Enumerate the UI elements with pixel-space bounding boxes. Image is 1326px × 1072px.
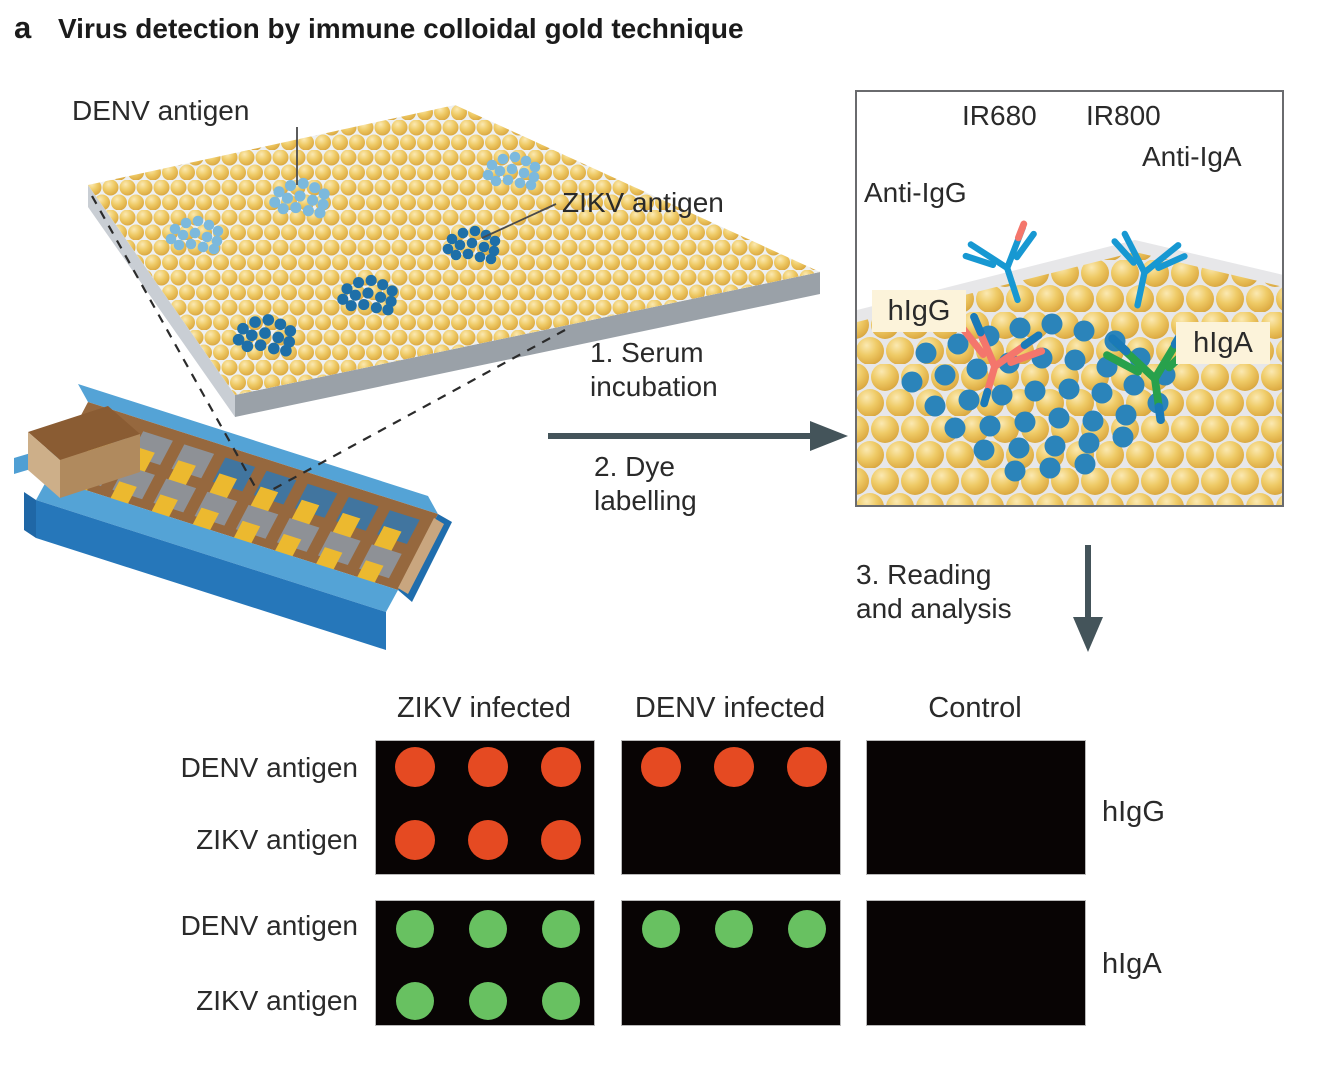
captured-antigen-dot bbox=[973, 439, 995, 461]
anti-iga-label: Anti-IgA bbox=[1142, 141, 1242, 172]
zikv-antigen-cluster bbox=[232, 314, 297, 357]
captured-antigen-dot bbox=[915, 342, 937, 364]
chip-gold-pad bbox=[250, 486, 279, 512]
captured-antigen-dot bbox=[1009, 317, 1031, 339]
captured-antigen-dot bbox=[1123, 374, 1145, 396]
fluorescent-spot bbox=[396, 910, 434, 948]
row-label-denv-antigen: DENV antigen bbox=[180, 752, 358, 783]
captured-antigen-dot bbox=[1024, 380, 1046, 402]
reading-analysis-arrow bbox=[1073, 545, 1103, 652]
fluorescent-spot bbox=[468, 820, 508, 860]
column-header-control: Control bbox=[928, 692, 1022, 724]
row-label-zikv-antigen: ZIKV antigen bbox=[196, 985, 358, 1016]
step1-label: 1. Serum incubation bbox=[590, 337, 718, 403]
group-label-higg: hIgG bbox=[1102, 796, 1165, 828]
chip-gold-pad bbox=[209, 473, 237, 499]
fluorescent-spot bbox=[714, 747, 754, 787]
fluorescent-spot bbox=[396, 982, 434, 1020]
group-label-higa: hIgA bbox=[1102, 948, 1162, 980]
gold-nanoparticle-array bbox=[88, 105, 820, 417]
captured-antigen-dot bbox=[1014, 411, 1036, 433]
row-label-zikv-antigen: ZIKV antigen bbox=[196, 824, 358, 855]
panel-letter: a bbox=[14, 10, 32, 45]
fluorescent-spot bbox=[468, 747, 508, 787]
captured-antigen-dot bbox=[944, 417, 966, 439]
detail-box bbox=[855, 90, 1284, 507]
higa-box-label: hIgA bbox=[1176, 322, 1270, 364]
serum-dye-arrow bbox=[548, 421, 848, 451]
chip-gold-pad bbox=[291, 499, 320, 526]
step3-label: 3. Reading and analysis bbox=[856, 559, 1012, 625]
fluorescent-spot bbox=[395, 820, 435, 860]
captured-antigen-dot bbox=[966, 358, 988, 380]
step2-label: 2. Dye labelling bbox=[594, 451, 697, 517]
denv-antigen-label: DENV antigen bbox=[72, 95, 250, 126]
fluorescent-spot bbox=[395, 747, 435, 787]
column-header-zikv: ZIKV infected bbox=[396, 692, 572, 724]
fluorescence-panel bbox=[866, 900, 1086, 1026]
captured-antigen-dot bbox=[1112, 426, 1134, 448]
captured-antigen-dot bbox=[934, 364, 956, 386]
fluorescent-spot bbox=[642, 910, 680, 948]
chip-gold-pad bbox=[332, 512, 361, 539]
captured-antigen-dot bbox=[1041, 313, 1063, 335]
magnification-dashed-lines bbox=[91, 195, 566, 493]
ir680-label: IR680 bbox=[962, 100, 1037, 131]
column-header-denv: DENV infected bbox=[634, 692, 826, 724]
anti-igg-antibody bbox=[962, 220, 1037, 304]
captured-antigen-dot bbox=[991, 384, 1013, 406]
higg-antibody bbox=[959, 312, 1046, 408]
captured-antigen-dot bbox=[1048, 407, 1070, 429]
captured-antigen-dot bbox=[924, 395, 946, 417]
denv-antigen-cluster bbox=[482, 151, 541, 191]
captured-antigen-dot bbox=[1074, 453, 1096, 475]
captured-antigen-dot bbox=[1073, 320, 1095, 342]
captured-antigen-dot bbox=[947, 333, 969, 355]
fluorescent-spot bbox=[787, 747, 827, 787]
chip-gold-pad bbox=[168, 460, 196, 486]
zikv-antigen-pointer-line bbox=[481, 203, 557, 239]
captured-antigen-dot bbox=[1044, 435, 1066, 457]
fluorescent-spot bbox=[469, 982, 507, 1020]
row-label-denv-antigen: DENV antigen bbox=[180, 910, 358, 941]
fluorescence-panel bbox=[375, 900, 595, 1026]
denv-antigen-cluster bbox=[269, 177, 330, 219]
figure-title: Virus detection by immune colloidal gold… bbox=[58, 13, 744, 44]
chip-gold-pad bbox=[373, 526, 402, 552]
fluorescent-spot bbox=[641, 747, 681, 787]
captured-antigen-dot bbox=[1008, 437, 1030, 459]
fluorescence-panel bbox=[375, 740, 595, 875]
captured-antigen-dot bbox=[1078, 432, 1100, 454]
captured-antigen-dot bbox=[1115, 404, 1137, 426]
zikv-antigen-cluster bbox=[337, 274, 398, 316]
captured-antigen-dot bbox=[1058, 378, 1080, 400]
captured-antigen-dot bbox=[1064, 349, 1086, 371]
fluorescent-spot bbox=[469, 910, 507, 948]
captured-antigen-dot bbox=[1004, 460, 1026, 482]
fluorescent-spot bbox=[788, 910, 826, 948]
fluorescent-spot bbox=[541, 747, 581, 787]
captured-antigen-dot bbox=[1082, 410, 1104, 432]
fluorescent-spot bbox=[541, 820, 581, 860]
captured-antigen-dot bbox=[901, 371, 923, 393]
captured-antigen-dot bbox=[979, 415, 1001, 437]
anti-iga-antibody bbox=[1111, 230, 1188, 309]
captured-antigen-dot bbox=[1039, 457, 1061, 479]
chip-cartridge bbox=[14, 384, 452, 650]
fluorescence-panel bbox=[621, 740, 841, 875]
zikv-antigen-label: ZIKV antigen bbox=[562, 187, 724, 218]
fluorescent-spot bbox=[542, 982, 580, 1020]
fluorescent-spot bbox=[715, 910, 753, 948]
captured-antigen-dot bbox=[958, 389, 980, 411]
captured-antigen-dot bbox=[1091, 382, 1113, 404]
ir800-label: IR800 bbox=[1086, 100, 1161, 131]
fluorescence-panel bbox=[621, 900, 841, 1026]
higg-box-label: hIgG bbox=[872, 290, 966, 332]
anti-igg-label: Anti-IgG bbox=[864, 177, 967, 208]
zikv-antigen-cluster bbox=[442, 225, 501, 265]
fluorescence-panel bbox=[866, 740, 1086, 875]
denv-antigen-cluster bbox=[165, 215, 224, 255]
fluorescent-spot bbox=[542, 910, 580, 948]
